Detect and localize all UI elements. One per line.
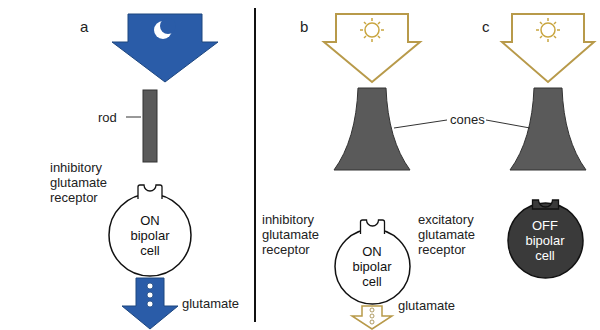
cell-body bbox=[109, 194, 191, 276]
cone-cell bbox=[510, 88, 586, 170]
cell-name: ON bipolar cell bbox=[346, 244, 398, 289]
panel-letter: c bbox=[482, 18, 502, 35]
substance-label: glutamate bbox=[398, 298, 468, 313]
bipolar-cell: OFF bipolar cell bbox=[507, 202, 584, 279]
light-arrow bbox=[502, 14, 594, 82]
panel-letter: b bbox=[300, 18, 320, 35]
bipolar-cell: ON bipolar cell bbox=[334, 228, 411, 305]
glutamate-dot bbox=[370, 320, 374, 324]
receptor-label: excitatory glutamate receptor bbox=[418, 212, 490, 257]
leader-line bbox=[394, 120, 447, 128]
light-arrow bbox=[324, 14, 420, 82]
receptor-label: inhibitory glutamate receptor bbox=[262, 212, 332, 257]
glutamate-dot bbox=[147, 283, 153, 289]
sun bbox=[536, 18, 560, 42]
glutamate-dot bbox=[147, 301, 153, 307]
glutamate-dot bbox=[370, 314, 374, 318]
cell-body bbox=[508, 203, 583, 278]
leader-line bbox=[486, 120, 530, 128]
receptor-symbol bbox=[532, 200, 558, 209]
part-label: rod bbox=[98, 110, 126, 125]
light-arrow bbox=[112, 14, 218, 82]
glutamate-dot bbox=[147, 292, 153, 298]
cone-cell bbox=[334, 88, 410, 170]
part-label: cones bbox=[450, 112, 490, 127]
glutamate-dot bbox=[370, 308, 374, 312]
glutamate-arrow bbox=[352, 306, 392, 329]
receptor-label: inhibitory glutamate receptor bbox=[50, 160, 120, 205]
moon-shadow bbox=[160, 18, 176, 34]
cell-body bbox=[335, 229, 410, 304]
rod-cell bbox=[143, 90, 157, 162]
leader-line bbox=[126, 117, 141, 118]
sun bbox=[360, 18, 384, 42]
cell-name: ON bipolar cell bbox=[124, 213, 176, 258]
bipolar-cell: ON bipolar cell bbox=[108, 193, 192, 277]
divider bbox=[254, 8, 256, 322]
glutamate-arrow bbox=[122, 278, 178, 329]
receptor-symbol bbox=[138, 185, 162, 199]
cell-name: OFF bipolar cell bbox=[519, 218, 571, 263]
substance-label: glutamate bbox=[182, 296, 252, 311]
receptor-symbol bbox=[360, 220, 384, 234]
panel-letter: a bbox=[80, 18, 100, 35]
